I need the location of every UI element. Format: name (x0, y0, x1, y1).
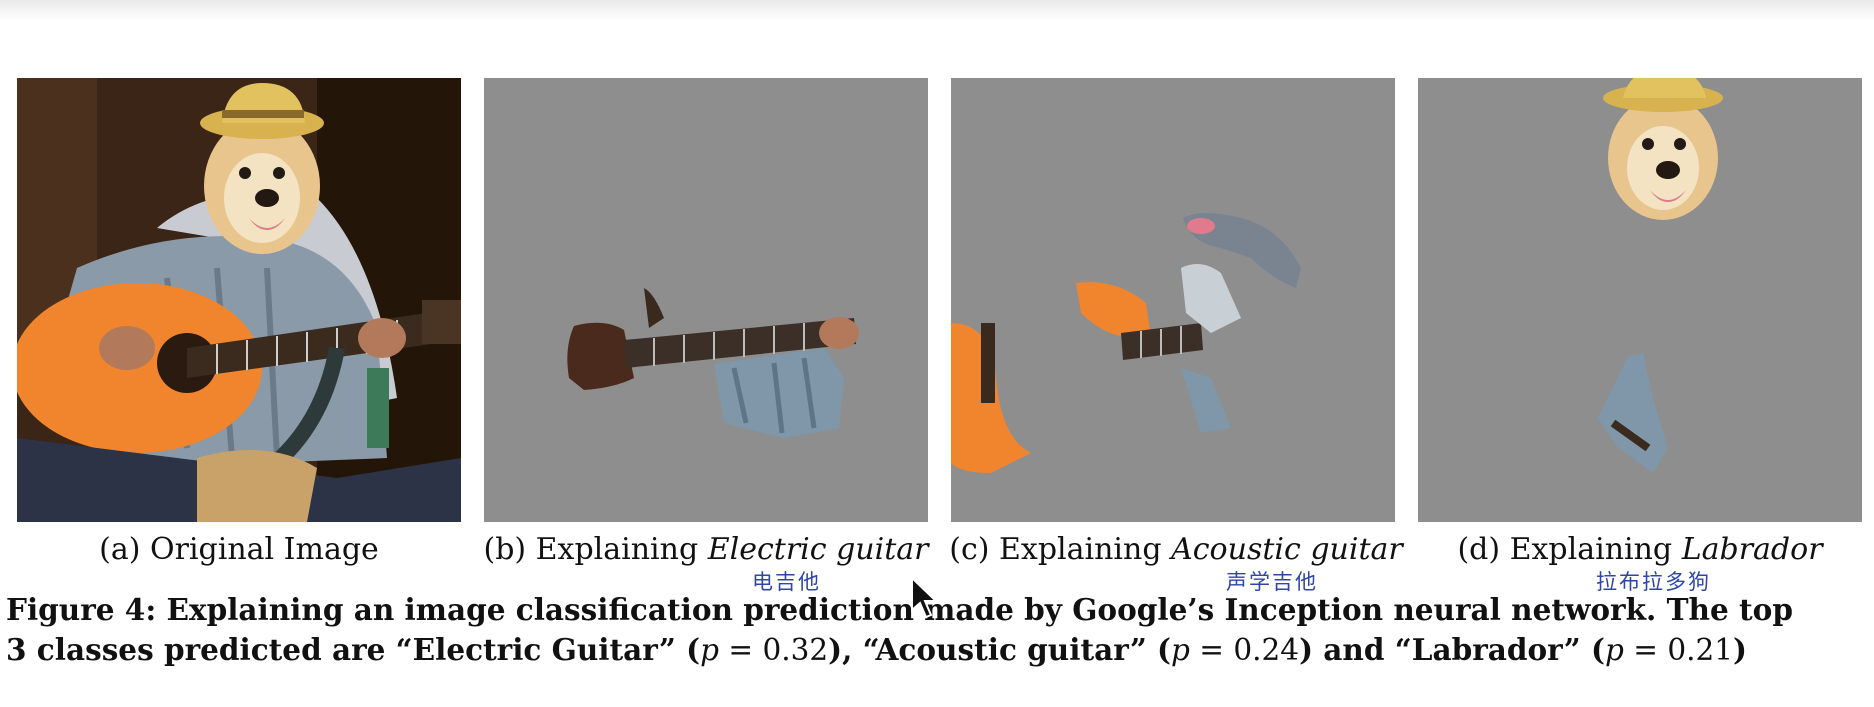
prob-acoustic: = 0.24 (1189, 633, 1300, 667)
annotation-labrador: 拉布拉多狗 (1596, 570, 1711, 594)
caption-d-italic: Labrador (1681, 532, 1823, 567)
explanation-electric-guitar (484, 78, 928, 522)
caption-a: (a) Original Image (17, 530, 461, 570)
explanation-acoustic-guitar (951, 78, 1395, 522)
prob-labrador: = 0.21 (1623, 633, 1734, 667)
caption-c-prefix: (c) Explaining (949, 532, 1172, 567)
prob-electric: = 0.32 (718, 633, 829, 667)
caption-a-text: (a) Original Image (99, 532, 379, 567)
explanation-acoustic-guitar-graphic (951, 78, 1395, 522)
p-symbol-1: p (700, 633, 719, 667)
explanation-electric-guitar-graphic (484, 78, 928, 522)
explanation-labrador-graphic (1418, 78, 1862, 522)
explanation-labrador (1418, 78, 1862, 522)
caption-d: (d) Explaining Labrador (1418, 530, 1862, 570)
mouse-cursor-icon (911, 576, 939, 619)
caption-b-prefix: (b) Explaining (483, 532, 708, 567)
original-image-graphic (17, 78, 461, 522)
p-symbol-2: p (1171, 633, 1190, 667)
figure-caption-line1: Figure 4: Explaining an image classifica… (6, 592, 1793, 627)
p-symbol-3: p (1605, 633, 1624, 667)
top-shade (0, 0, 1874, 22)
figure-caption: Figure 4: Explaining an image classifica… (6, 590, 1868, 670)
caption-seg-4: ) (1733, 632, 1748, 667)
caption-seg-3: ) and “Labrador” ( (1299, 632, 1605, 667)
caption-b-italic: Electric guitar (707, 532, 929, 567)
caption-b: (b) Explaining Electric guitar (470, 530, 942, 570)
caption-c-italic: Acoustic guitar (1171, 532, 1403, 567)
caption-seg-2: ), “Acoustic guitar” ( (828, 632, 1172, 667)
annotation-electric-guitar: 电吉他 (752, 570, 821, 594)
caption-seg-1: 3 classes predicted are “Electric Guitar… (6, 632, 701, 667)
figure-caption-line2: 3 classes predicted are “Electric Guitar… (6, 630, 1868, 670)
original-image (17, 78, 461, 522)
caption-d-prefix: (d) Explaining (1457, 532, 1682, 567)
annotation-acoustic-guitar: 声学吉他 (1226, 570, 1318, 594)
caption-c: (c) Explaining Acoustic guitar (940, 530, 1412, 570)
